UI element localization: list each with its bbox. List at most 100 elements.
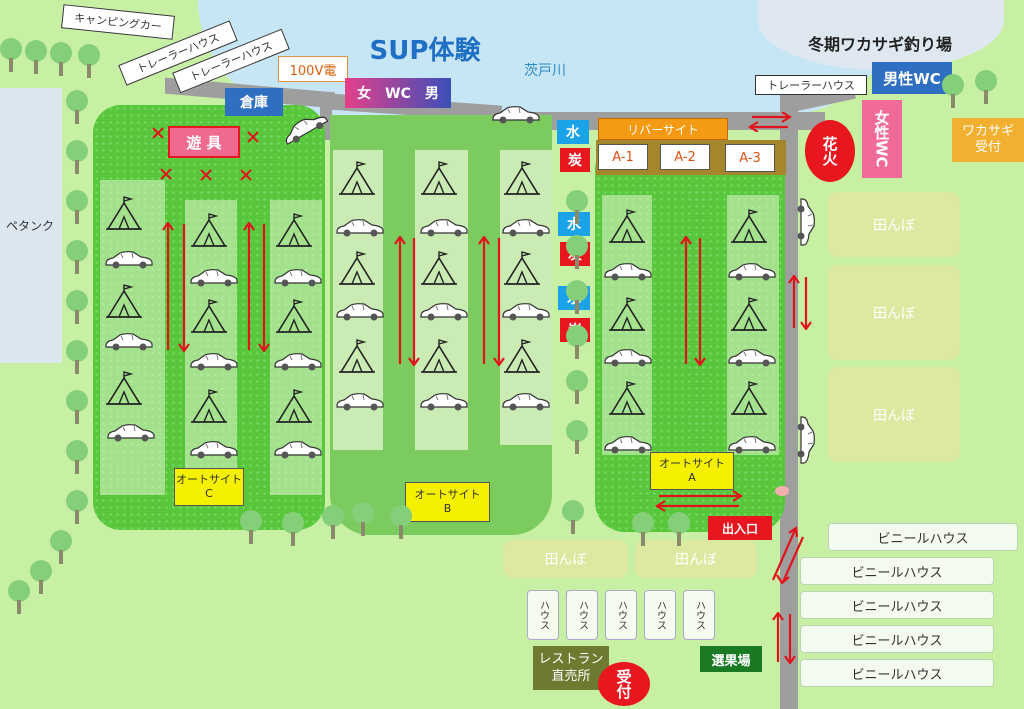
tree-trunk [575,255,579,269]
greenhouse-4: ビニールハウス [800,625,994,653]
arrow-icon [784,612,796,668]
site-a3[interactable]: A-3 [725,144,775,172]
tree-icon [942,74,964,108]
tent-icon [105,283,143,323]
arrow-icon [680,235,692,370]
arrow-icon [478,235,490,370]
car-icon [272,440,324,464]
tree-icon [25,40,47,74]
car-icon [418,392,470,416]
tent-icon [503,160,541,200]
arrow-icon [747,111,793,136]
car-icon [500,218,552,242]
pink-marker [775,486,789,496]
car-icon [188,352,240,376]
rice-field-3: 田んぼ [828,367,960,462]
tent-icon [608,296,646,336]
tree-canopy [668,512,690,534]
tent-icon [503,250,541,290]
tree-trunk [39,580,43,594]
tree-icon [66,140,88,174]
tent-icon [420,250,458,290]
entrance-label: 出入口 [708,516,772,540]
tree-trunk [575,440,579,454]
site-a2[interactable]: A-2 [660,144,710,170]
tent-icon [275,298,313,338]
tree-icon [352,502,374,536]
arrow-icon [178,222,190,356]
car-icon [726,435,778,459]
tree-trunk [571,520,575,534]
rice-field-1: 田んぼ [828,192,960,257]
tent-icon [105,370,143,410]
mens-wc-label: 男性WC [872,62,952,94]
smelt-reception-label: ワカサギ受付 [952,118,1024,162]
arrow-icon [258,222,270,356]
restaurant-label: レストラン直売所 [533,646,609,690]
tree-canopy [566,370,588,392]
tree-icon [78,44,100,78]
sorting-facility-label: 選果場 [700,646,762,672]
sup-label: SUP体験 [369,35,481,66]
petanque-area [0,88,62,363]
trailer-house-label-3: トレーラーハウス [755,75,867,95]
greenhouse-3: ビニールハウス [800,591,994,619]
tree-icon [50,530,72,564]
tree-icon [66,90,88,124]
tent-icon [275,212,313,252]
house-2: ハウス [566,590,598,640]
tree-trunk [59,62,63,76]
tent-icon [503,338,541,378]
tree-canopy [50,530,72,552]
tree-icon [66,190,88,224]
car-icon [726,348,778,372]
tent-icon [190,298,228,338]
tent-icon [420,160,458,200]
tree-icon [566,420,588,454]
tree-icon [975,70,997,104]
tent-icon [338,338,376,378]
tree-icon [566,370,588,404]
car-icon [500,302,552,326]
tree-canopy [566,280,588,302]
tree-canopy [352,502,374,524]
car-icon [334,302,386,326]
tree-icon [566,280,588,314]
rice-field-5: 田んぼ [635,540,757,578]
reception-label[interactable]: 受付 [598,662,650,706]
tree-canopy [240,510,262,532]
tent-icon [608,208,646,248]
tree-canopy [566,420,588,442]
tree-trunk [75,110,79,124]
x-mark-icon [200,166,212,185]
tree-trunk [75,410,79,424]
tree-trunk [34,60,38,74]
car-icon [418,302,470,326]
tent-icon [338,250,376,290]
car-icon [272,268,324,292]
power-label: 100V電 [278,56,348,82]
tree-trunk [75,360,79,374]
car-icon [188,440,240,464]
car-icon [490,105,542,129]
car-icon [277,107,334,154]
car-icon [726,262,778,286]
tree-canopy [66,490,88,512]
tree-canopy [66,90,88,112]
tree-trunk [9,58,13,72]
car-icon [334,392,386,416]
tent-icon [730,296,768,336]
tent-icon [105,195,143,235]
tree-trunk [575,300,579,314]
site-a1[interactable]: A-1 [598,144,648,170]
arrow-icon [788,274,800,334]
tree-icon [66,390,88,424]
tree-trunk [17,600,21,614]
tree-trunk [75,310,79,324]
tree-trunk [984,90,988,104]
tree-icon [30,560,52,594]
playground-label: 遊 具 [168,126,240,158]
tree-canopy [975,70,997,92]
